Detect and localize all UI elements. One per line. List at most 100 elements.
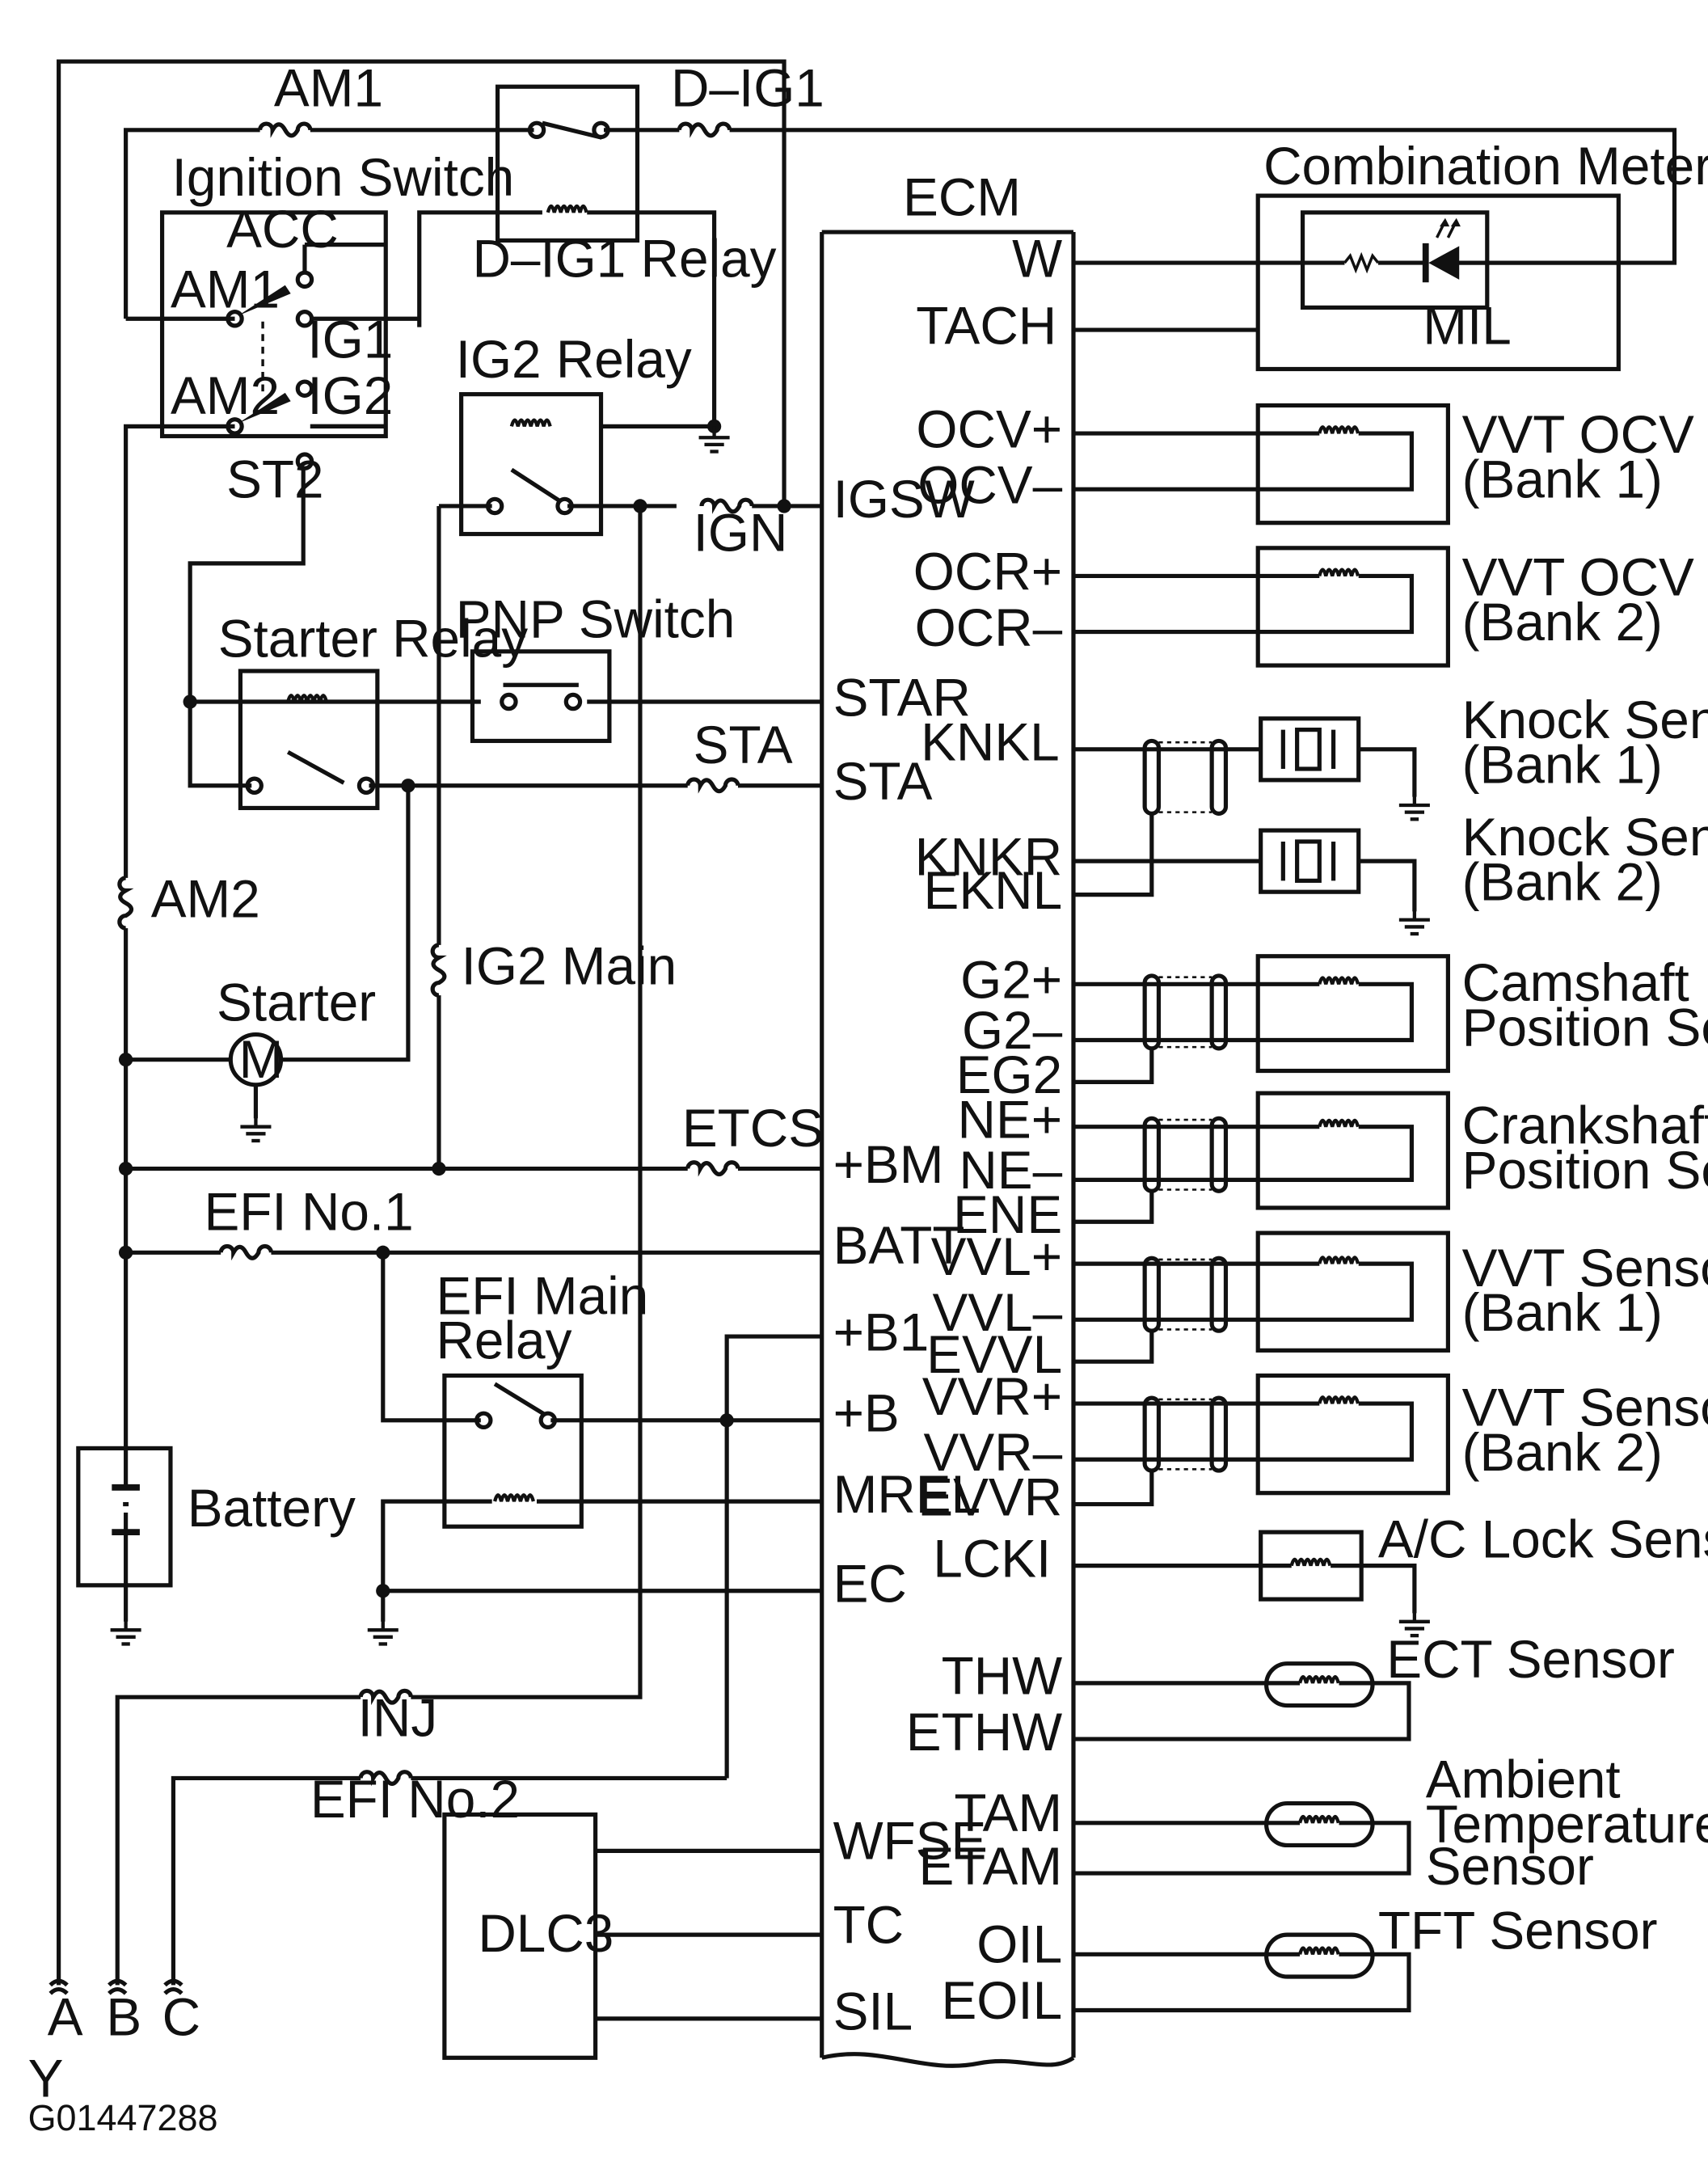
fuse-label-sta: STA — [694, 715, 793, 775]
ig-sw-am2: AM2 — [171, 366, 280, 425]
knock-b2-l1: Knock Sensor — [1462, 808, 1708, 867]
pin-evvr: EVVR — [917, 1467, 1062, 1526]
etcs-fuse — [688, 1163, 738, 1175]
ig-sw-am1: AM1 — [171, 260, 280, 319]
ig-sw-st2: ST2 — [226, 450, 323, 509]
camshaft-l1: Camshaft — [1462, 953, 1689, 1012]
crankshaft-l1: Crankshaft — [1462, 1095, 1708, 1154]
pin-evvl: EVVL — [926, 1325, 1062, 1384]
pin-igsw: IGSW — [833, 470, 975, 529]
pin-eg2: EG2 — [956, 1045, 1062, 1104]
knock-b1-l1: Knock Sensor — [1462, 690, 1708, 749]
fuse-label-efi2: EFI No.2 — [310, 1770, 520, 1829]
knock-b1-l2: (Bank 1) — [1462, 735, 1663, 794]
pin-oil: OIL — [976, 1915, 1062, 1974]
vvt-sensor-b1-l1: VVT Sensor — [1462, 1239, 1708, 1298]
fuse-label-d-ig1: D–IG1 — [671, 58, 824, 117]
pin-g2-minus: G2– — [962, 1001, 1063, 1060]
combination-meter-label: Combination Meter — [1263, 137, 1708, 196]
pin-b1: +B1 — [833, 1302, 930, 1361]
pin-ocv-minus: OCV– — [917, 455, 1062, 514]
pin-wfse: WFSE — [833, 1812, 987, 1871]
efi-main-relay-label-2: Relay — [436, 1311, 571, 1370]
fuse-label-efi1: EFI No.1 — [204, 1183, 413, 1242]
pin-lcki: LCKI — [933, 1529, 1051, 1588]
vvt-sensor-b2-l2: (Bank 2) — [1462, 1423, 1663, 1482]
pin-ne-plus: NE+ — [958, 1091, 1063, 1150]
crankshaft-l2: Position Sensor — [1462, 1141, 1708, 1200]
pin-w: W — [1012, 229, 1062, 288]
connector-ends — [48, 1978, 183, 1995]
vvt-ocv-b2-l2: (Bank 2) — [1462, 593, 1663, 652]
d-ig1-fuse — [679, 124, 729, 136]
sta-fuse — [688, 779, 738, 791]
view-letter: Y — [28, 2049, 64, 2108]
starter-motor — [228, 1032, 284, 1141]
pin-b: +B — [833, 1384, 900, 1443]
am1-fuse — [260, 124, 310, 136]
pin-ocv-plus: OCV+ — [916, 399, 1062, 458]
pin-tc: TC — [833, 1896, 905, 1955]
dlc3-box — [442, 1812, 598, 2060]
ig-sw-ig1: IG1 — [307, 310, 393, 369]
pnp-switch-label: PNP Switch — [456, 589, 736, 648]
pin-eoil: EOIL — [941, 1971, 1062, 2030]
ambient-l3: Sensor — [1426, 1837, 1594, 1896]
d-ig1-relay-label: D–IG1 Relay — [472, 229, 776, 288]
vvt-ocv-b1-l1: VVT OCV — [1462, 405, 1694, 464]
pin-tam: TAM — [954, 1783, 1062, 1842]
connector-a: A — [48, 1988, 83, 2047]
ig2-main-fuse — [432, 945, 445, 995]
ig2-relay-label: IG2 Relay — [456, 330, 692, 389]
fuse-label-etcs: ETCS — [682, 1099, 824, 1158]
efi-ground — [368, 1619, 399, 1644]
pin-bm: +BM — [833, 1135, 944, 1194]
efi-main-relay-label-1: EFI Main — [436, 1266, 648, 1325]
pin-knkl: KNKL — [921, 713, 1060, 772]
am2-fuse — [120, 878, 132, 928]
connector-b: B — [106, 1988, 141, 2047]
ig-sw-acc: ACC — [226, 200, 339, 259]
dlc3-label: DLC3 — [478, 1904, 614, 1963]
vvt-ocv-blocks — [1073, 403, 1450, 668]
pin-eknl: EKNL — [924, 861, 1063, 920]
pin-ocr-minus: OCR– — [915, 598, 1063, 657]
ac-lock-label: A/C Lock Sensor — [1378, 1509, 1708, 1568]
pin-star: STAR — [833, 668, 971, 727]
pin-ec: EC — [833, 1555, 907, 1614]
pin-g2-plus: G2+ — [960, 951, 1062, 1010]
d-ig1-relay — [495, 84, 640, 243]
pin-vvr-plus: VVR+ — [922, 1367, 1062, 1426]
camshaft-l2: Position Sensor — [1462, 998, 1708, 1057]
fuse-label-inj: INJ — [358, 1689, 438, 1748]
left-wiring — [57, 59, 1677, 2021]
thermistor-sensors — [1073, 1661, 1411, 2013]
vvt-ocv-b2-l1: VVT OCV — [1462, 548, 1694, 607]
pin-batt: BATT — [833, 1216, 965, 1275]
tft-label: TFT Sensor — [1378, 1901, 1658, 1960]
pin-sta: STA — [833, 752, 933, 811]
knock-b2-l2: (Bank 2) — [1462, 853, 1663, 912]
pin-ne-minus: NE– — [959, 1141, 1062, 1200]
connector-c: C — [162, 1988, 200, 2047]
pin-vvl-plus: VVL+ — [931, 1227, 1063, 1286]
battery-label: Battery — [188, 1479, 356, 1538]
pin-etam: ETAM — [919, 1837, 1063, 1896]
pin-mrel: MREL — [833, 1465, 981, 1524]
knock-sensors — [1073, 716, 1430, 934]
pin-ene: ENE — [953, 1185, 1062, 1244]
pin-tach: TACH — [916, 296, 1056, 355]
pnp-switch — [470, 649, 612, 744]
ig-sw-ig2: IG2 — [307, 366, 393, 425]
fuse-label-ig2-main: IG2 Main — [462, 936, 677, 995]
pin-vvl-minus: VVL– — [932, 1283, 1062, 1342]
ecm-title: ECM — [903, 167, 1021, 226]
ignition-switch — [159, 210, 388, 471]
fuse-label-ign: IGN — [694, 503, 788, 562]
ect-label: ECT Sensor — [1386, 1630, 1675, 1689]
vvt-sensor-b2-l1: VVT Sensor — [1462, 1378, 1708, 1437]
battery — [76, 1446, 173, 1644]
ambient-l1: Ambient — [1426, 1750, 1621, 1809]
